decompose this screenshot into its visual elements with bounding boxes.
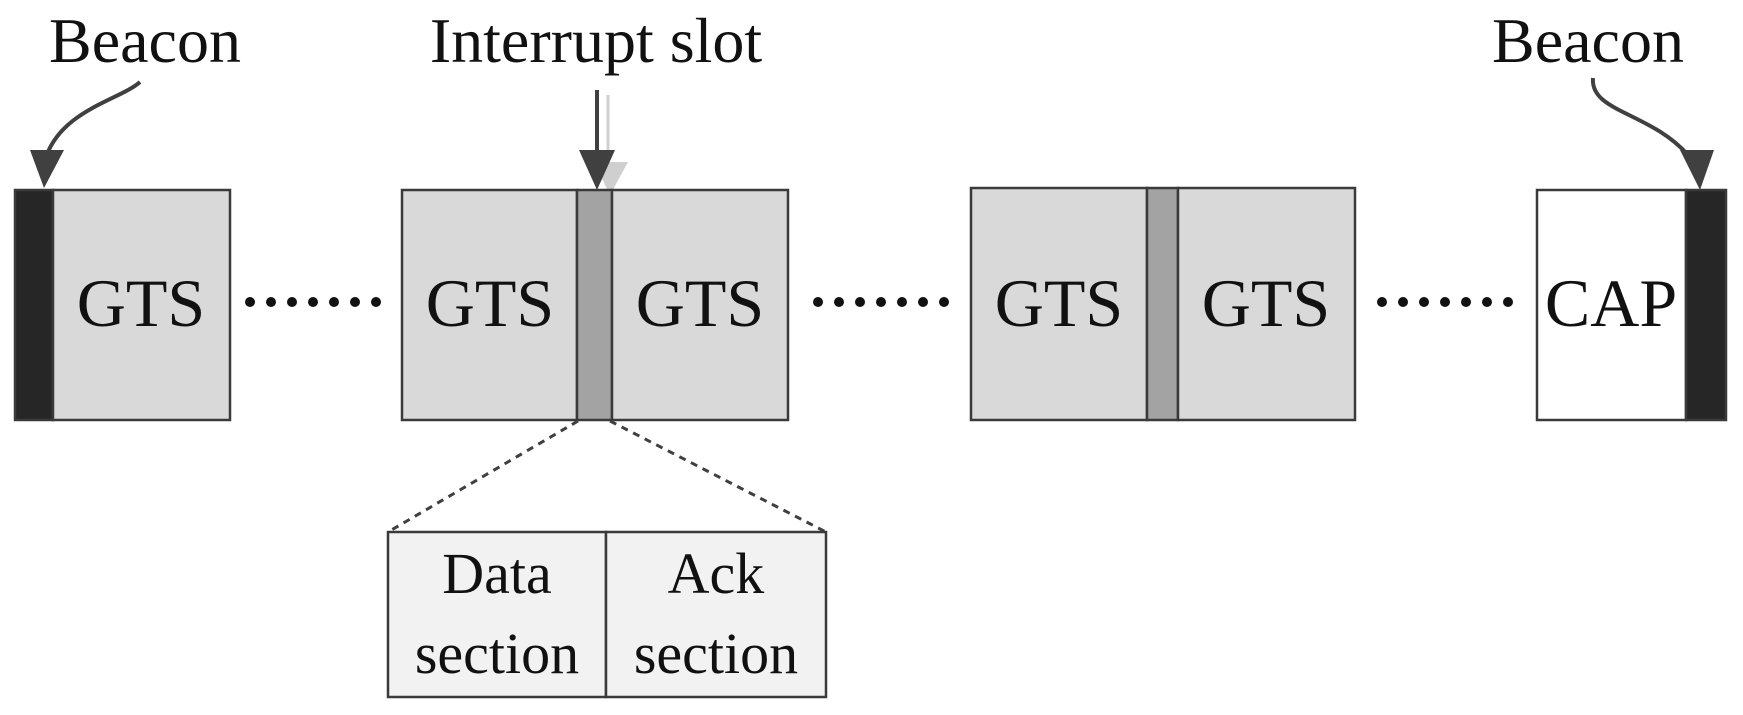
beacon-left-arrowhead [30,150,64,188]
beacon-left-arrow [43,80,142,161]
ack-section-label-line2: section [634,621,798,686]
gts-block-4 [969,186,1149,422]
ellipsis-2 [813,297,949,307]
gts-1-label: GTS [77,265,205,341]
gts-block-5 [1176,186,1357,422]
zoom-line-left [387,419,579,534]
gts-block-2 [400,188,579,422]
zoom-line-right [609,419,827,534]
data-section-label-line2: section [415,621,579,686]
gts-3-label: GTS [636,265,764,341]
ack-section-box [604,530,828,699]
gts-2-label: GTS [426,265,554,341]
gts-block-3 [610,188,790,422]
cap-label: CAP [1545,265,1677,341]
interrupt-slot-2 [1145,186,1180,422]
beacon-right-arrow [1590,77,1690,157]
ack-section-label-line1: Ack [668,541,765,606]
data-section-label-line1: Data [442,541,552,606]
ellipsis-3 [1377,297,1513,307]
interrupt-slot-1 [575,188,614,422]
cap-block [1535,188,1688,422]
beacon-right-arrowhead [1680,150,1714,190]
interrupt-arrowhead [579,150,615,190]
beacon-bar-right [1684,188,1728,422]
beacon-right-label: Beacon [1492,5,1684,76]
gts-4-label: GTS [995,265,1123,341]
gts-5-label: GTS [1202,265,1330,341]
gts-block-1 [51,188,232,422]
interrupt-slot-label: Interrupt slot [430,5,763,76]
beacon-bar-left [13,188,55,422]
ellipsis-1 [245,297,381,307]
beacon-left-label: Beacon [49,5,241,76]
